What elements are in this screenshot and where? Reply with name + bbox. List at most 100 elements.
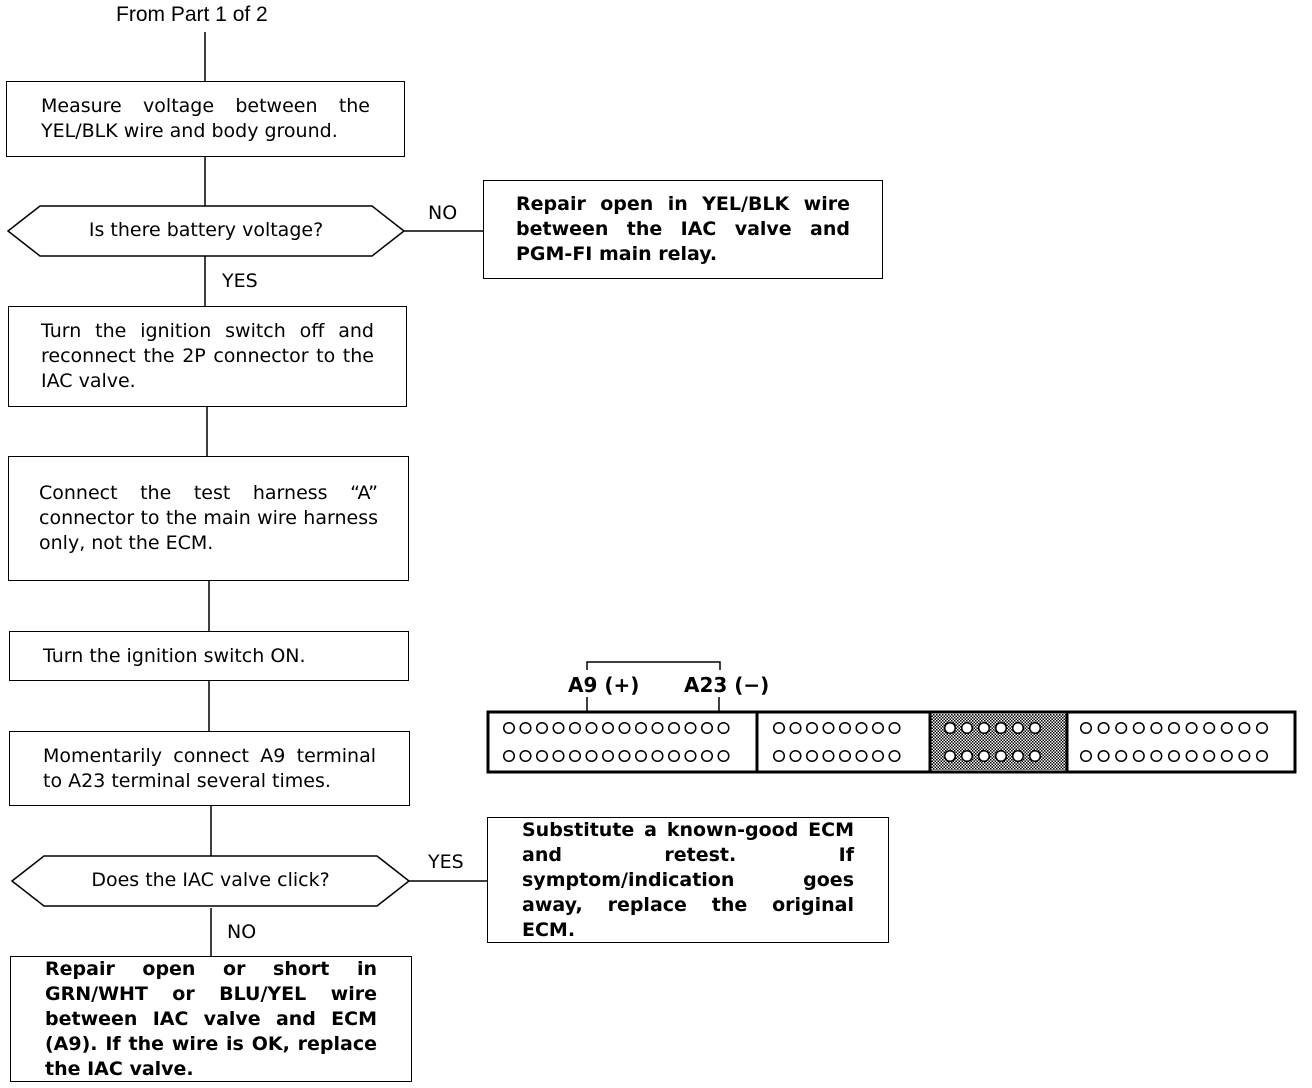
connector-pin xyxy=(552,721,565,735)
connector-pin xyxy=(1185,721,1198,735)
connector-pin xyxy=(601,721,615,735)
connector-pin xyxy=(1011,721,1025,735)
connector-pin xyxy=(960,749,974,763)
branch-label-no: NO xyxy=(227,921,257,943)
connector-pin xyxy=(1079,721,1093,735)
connector-pin xyxy=(700,721,714,735)
decision-shape-battery-voltage xyxy=(6,205,406,257)
connector-pin xyxy=(838,721,852,735)
connector-pin xyxy=(994,721,1008,735)
connector-pin xyxy=(943,721,957,735)
connector-pin xyxy=(871,721,885,735)
connector-pin xyxy=(1238,721,1251,735)
connector-pin xyxy=(838,749,852,763)
connector-pin xyxy=(519,749,532,763)
connector-pin xyxy=(772,749,786,763)
connector-pin xyxy=(822,721,835,735)
step-ignition-on: Turn the ignition switch ON. xyxy=(9,631,409,681)
pin-a23-label: A23 (−) xyxy=(684,673,770,697)
step-connect-terminals-text: Momentarily connect A9 terminal to A23 t… xyxy=(43,744,376,792)
connector-pin xyxy=(1238,749,1251,763)
ecm-connector-diagram xyxy=(486,661,1297,774)
connector-pin xyxy=(717,749,730,763)
connector-pin xyxy=(994,749,1008,763)
outcome-repair-grn-blu: Repair open or short in GRN/WHT or BLU/Y… xyxy=(10,956,412,1082)
connector-pin xyxy=(855,749,868,763)
connector-pin xyxy=(1255,749,1269,763)
connector-pin xyxy=(535,749,549,763)
step-connect-harness-text: Connect the test harness “A” connector t… xyxy=(39,482,378,554)
connector-pin xyxy=(700,749,714,763)
connector-pin xyxy=(822,749,835,763)
step-turn-off-reconnect: Turn the ignition switch off and reconne… xyxy=(8,306,407,407)
decision-shape-iac-click xyxy=(10,855,411,907)
from-part-label: From Part 1 of 2 xyxy=(116,3,268,26)
connector-pin xyxy=(684,721,697,735)
connector-pin xyxy=(1150,721,1163,735)
connector-pin xyxy=(1115,749,1128,763)
connector-pin xyxy=(1167,721,1181,735)
connector-pin xyxy=(651,749,664,763)
connector-pin xyxy=(1255,721,1269,735)
connector-pin xyxy=(943,749,957,763)
connector-pin xyxy=(568,749,582,763)
connector-pin xyxy=(519,721,532,735)
connector-pin xyxy=(789,721,802,735)
connector-pin xyxy=(1185,749,1198,763)
connector-pin xyxy=(1132,749,1145,763)
connector-pin xyxy=(552,749,565,763)
pin-bracket xyxy=(586,661,721,670)
connector-pin xyxy=(1203,721,1216,735)
connector-pin xyxy=(1028,721,1042,735)
outcome-substitute-ecm-text: Substitute a known-good ECM and retest. … xyxy=(522,818,854,941)
connector-pin xyxy=(1079,749,1093,763)
decision-iac-click-text: Does the IAC valve click? xyxy=(91,869,330,891)
connector-body xyxy=(486,710,1297,774)
connector-pin xyxy=(1097,749,1110,763)
connector-pin xyxy=(634,749,648,763)
connector-pin xyxy=(717,721,730,735)
connector-pin xyxy=(618,721,631,735)
connector-pin xyxy=(805,749,819,763)
connector-pin xyxy=(568,721,582,735)
connector-pin xyxy=(1115,721,1128,735)
connector-pin xyxy=(502,749,516,763)
branch-label-yes: YES xyxy=(222,270,258,292)
connector-pin xyxy=(667,749,681,763)
step-measure-voltage-text: Measure voltage between the YEL/BLK wire… xyxy=(41,95,370,142)
connector-pin xyxy=(585,721,598,735)
branch-label-yes: YES xyxy=(428,851,464,873)
connector-pin xyxy=(1028,749,1042,763)
connector-pin xyxy=(1132,721,1145,735)
connector-pin xyxy=(618,749,631,763)
step-ignition-on-text: Turn the ignition switch ON. xyxy=(43,644,306,667)
connector-pin xyxy=(684,749,697,763)
step-turn-off-reconnect-text: Turn the ignition switch off and reconne… xyxy=(41,320,374,392)
connector-pin xyxy=(1097,721,1110,735)
connector-pin xyxy=(667,721,681,735)
connector-pin xyxy=(1150,749,1163,763)
connector-pin xyxy=(1167,749,1181,763)
connector-pin xyxy=(502,721,516,735)
connector-pin xyxy=(1203,749,1216,763)
connector-pin xyxy=(535,721,549,735)
step-connect-harness: Connect the test harness “A” connector t… xyxy=(8,456,409,581)
connector-pin xyxy=(601,749,615,763)
connector-pin xyxy=(977,749,991,763)
pin-a9-label: A9 (+) xyxy=(568,673,640,697)
outcome-repair-grn-blu-text: Repair open or short in GRN/WHT or BLU/Y… xyxy=(45,957,377,1080)
connector-pin xyxy=(888,721,901,735)
connector-pin xyxy=(805,721,819,735)
connector-pin xyxy=(1011,749,1025,763)
branch-label-no: NO xyxy=(428,202,458,224)
step-connect-terminals: Momentarily connect A9 terminal to A23 t… xyxy=(9,731,410,806)
connector-pin xyxy=(634,721,648,735)
outcome-repair-yel-blk-text: Repair open in YEL/BLK wire between the … xyxy=(516,193,850,265)
connector-pin xyxy=(789,749,802,763)
connector-pin xyxy=(1220,749,1233,763)
connector-pin xyxy=(772,721,786,735)
outcome-substitute-ecm: Substitute a known-good ECM and retest. … xyxy=(487,817,889,943)
connector-pin xyxy=(855,721,868,735)
connector-pin xyxy=(651,721,664,735)
